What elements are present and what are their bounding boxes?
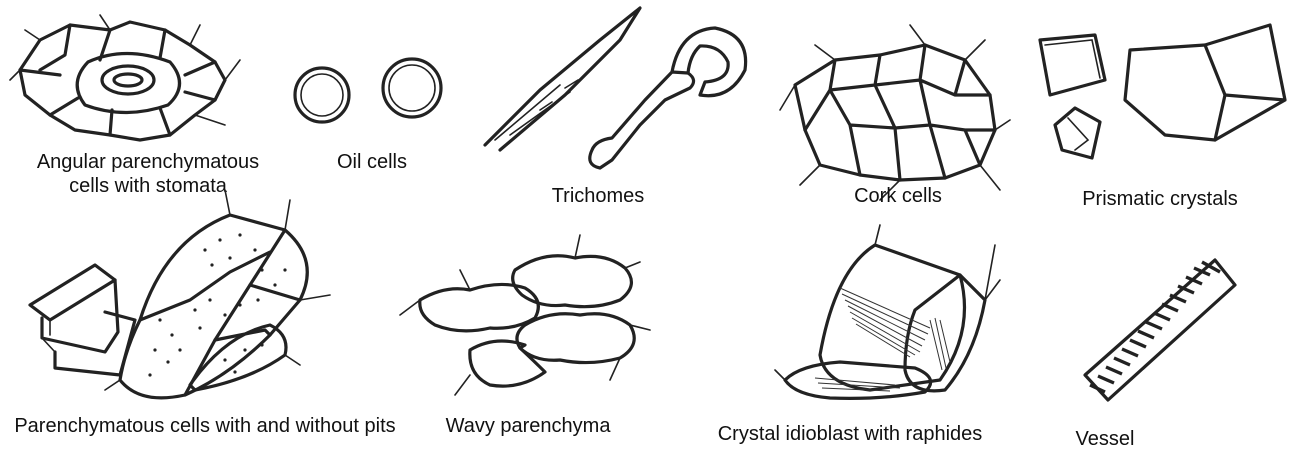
wavy-parenchyma-drawing [400,235,650,395]
crystal-idioblast-drawing [775,225,1000,398]
label-crystal-idioblast: Crystal idioblast with raphides [718,423,983,445]
label-trichomes: Trichomes [552,185,645,207]
label-cork-cells: Cork cells [854,185,942,207]
trichomes-drawing [485,8,746,168]
label-oil-cells: Oil cells [337,151,407,173]
label-prismatic-crystals: Prismatic crystals [1082,188,1238,210]
vessel-drawing [1085,260,1235,400]
label-vessel: Vessel [1076,428,1135,450]
label-wavy-parenchyma: Wavy parenchyma [446,415,612,437]
label-angular-line2: cells with stomata [69,175,228,197]
prismatic-crystals-drawing [1040,25,1285,158]
parenchyma-pits-drawing [30,190,330,398]
oil-cells-drawing [295,59,441,122]
label-parenchyma-pits: Parenchymatous cells with and without pi… [14,415,395,437]
angular-parenchyma-drawing [10,15,240,140]
cork-cells-drawing [780,25,1010,200]
label-angular-line1: Angular parenchymatous [37,151,259,173]
